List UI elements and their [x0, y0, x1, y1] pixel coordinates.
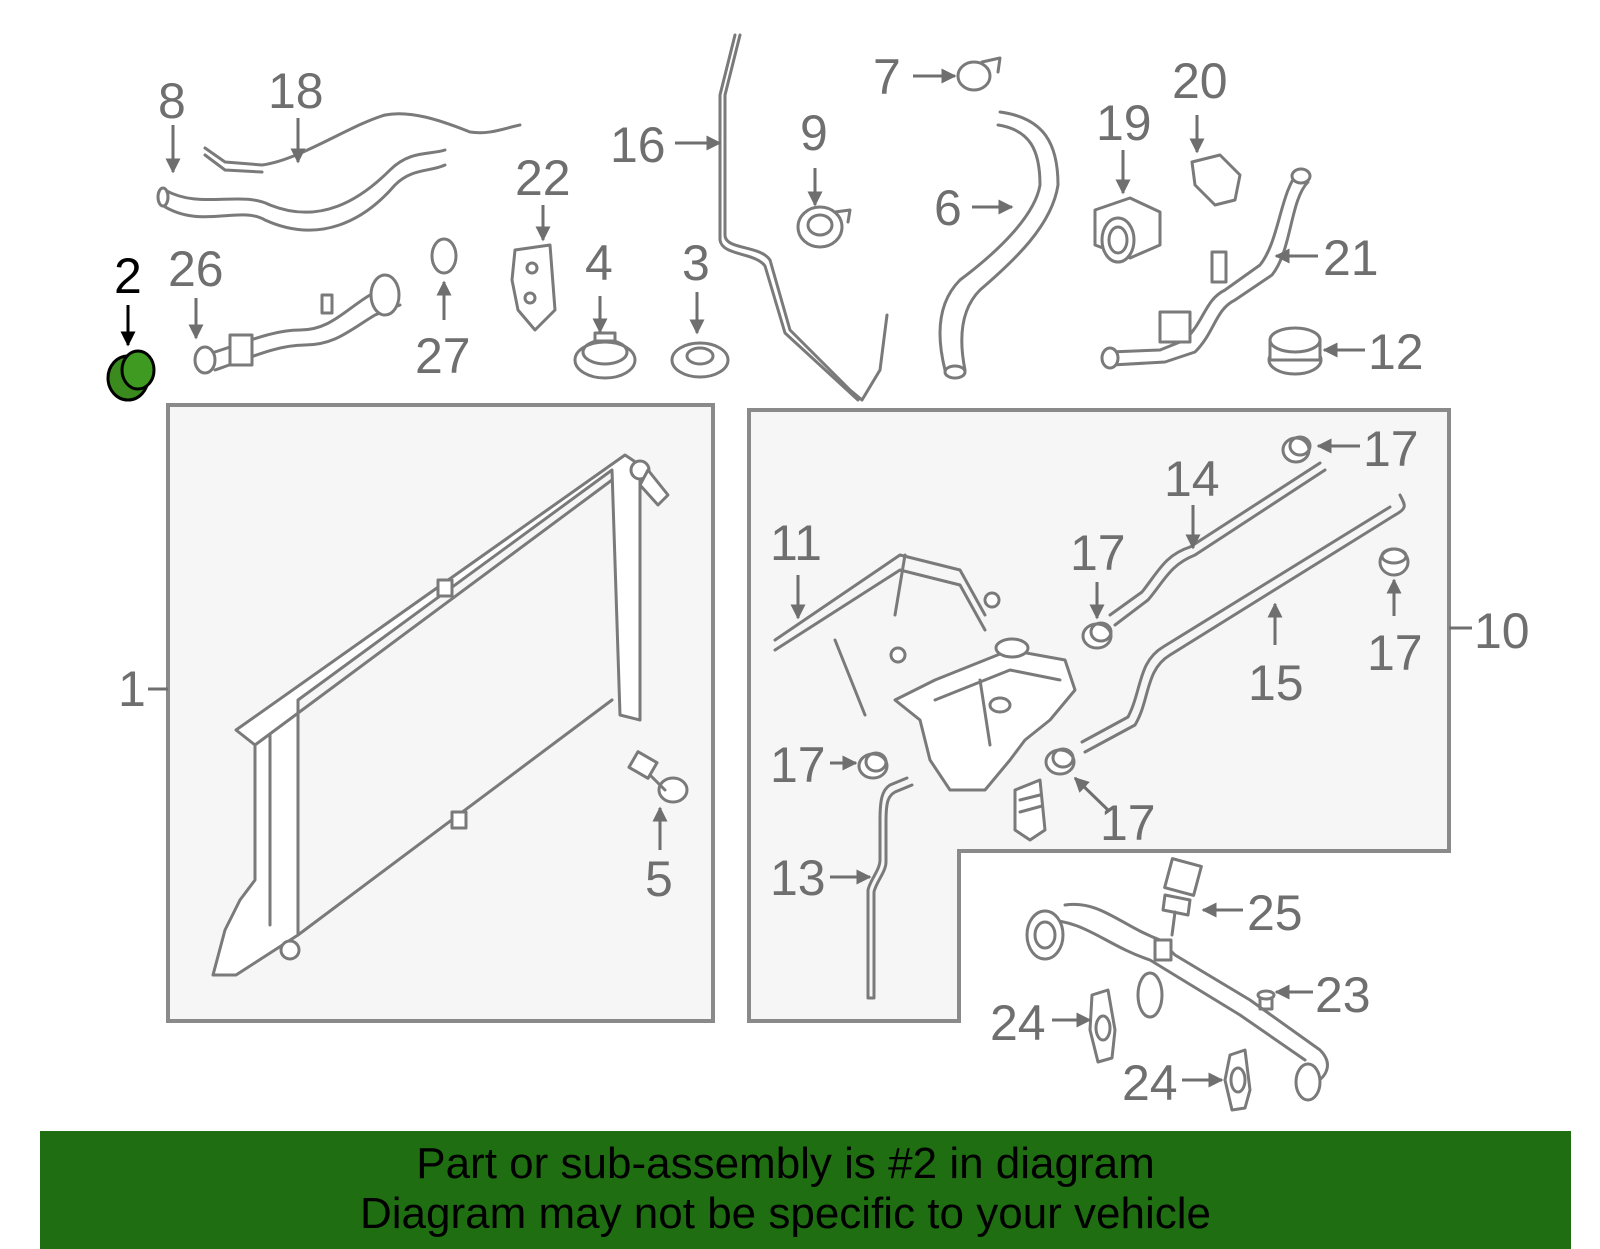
- callout-17a: 17: [1363, 421, 1419, 477]
- clip-part-17-c[interactable]: [1378, 547, 1410, 577]
- bleed-bolt-part-23[interactable]: [1256, 989, 1276, 1011]
- callout-27: 27: [415, 328, 471, 384]
- callout-22: 22: [515, 150, 571, 206]
- tube-part-14[interactable]: [1113, 468, 1327, 627]
- cap-part-2[interactable]: [106, 349, 156, 402]
- callout-2: 2: [114, 248, 142, 304]
- clip-part-17-d[interactable]: [857, 751, 889, 780]
- gasket-part-20[interactable]: [1190, 153, 1242, 207]
- callout-5: 5: [645, 851, 673, 907]
- radiator-part-1[interactable]: [211, 453, 670, 977]
- callout-10: 10: [1474, 603, 1530, 659]
- radiator-cap-part-4[interactable]: [573, 331, 637, 380]
- thermostat-housing-part-19[interactable]: [1093, 196, 1162, 264]
- seal-part-3[interactable]: [670, 341, 730, 379]
- outlet-pipe-part-26[interactable]: [193, 273, 402, 375]
- callout-17e: 17: [1100, 795, 1156, 851]
- callout-7: 7: [873, 49, 901, 105]
- gasket-part-24-a[interactable]: [1088, 988, 1117, 1064]
- callout-17c: 17: [1367, 625, 1423, 681]
- clip-part-17-a[interactable]: [1281, 435, 1312, 464]
- sensor-part-5[interactable]: [627, 750, 689, 804]
- callout-3: 3: [682, 235, 710, 291]
- callout-24a: 24: [990, 995, 1046, 1051]
- level-sensor[interactable]: [1013, 778, 1047, 842]
- water-outlet-pipe[interactable]: [1025, 902, 1329, 1102]
- callout-4: 4: [585, 235, 613, 291]
- reservoir-bracket-part-11[interactable]: [773, 553, 1001, 717]
- callout-17b: 17: [1070, 525, 1126, 581]
- o-ring-part-27[interactable]: [430, 237, 458, 275]
- callout-17d: 17: [770, 737, 826, 793]
- temp-sensor-part-25[interactable]: [1161, 857, 1203, 937]
- hose-part-18[interactable]: [203, 112, 522, 174]
- callout-11: 11: [770, 515, 822, 571]
- reservoir-tank-part-10[interactable]: [893, 637, 1077, 792]
- callout-6: 6: [934, 180, 962, 236]
- callout-25: 25: [1247, 885, 1303, 941]
- callout-19: 19: [1096, 95, 1152, 151]
- cap-part-12[interactable]: [1267, 326, 1323, 376]
- callout-16: 16: [610, 117, 666, 173]
- callout-24b: 24: [1122, 1055, 1178, 1111]
- water-pipe-part-21[interactable]: [1100, 167, 1312, 370]
- info-banner: Part or sub-assembly is #2 in diagram Di…: [40, 1131, 1571, 1249]
- callout-12: 12: [1368, 324, 1424, 380]
- callout-20: 20: [1172, 53, 1228, 109]
- callout-26: 26: [168, 241, 224, 297]
- tube-part-16[interactable]: [723, 33, 889, 402]
- tube-part-13[interactable]: [866, 776, 914, 1000]
- clip-part-17-b[interactable]: [1081, 621, 1113, 650]
- lower-hose-part-6[interactable]: [938, 110, 1060, 380]
- callout-9: 9: [800, 105, 828, 161]
- clamp-part-7[interactable]: [956, 56, 1002, 92]
- gasket-part-24-b[interactable]: [1223, 1048, 1252, 1112]
- clamp-part-9[interactable]: [796, 205, 852, 249]
- tube-part-15[interactable]: [1083, 493, 1406, 754]
- callout-21: 21: [1323, 230, 1379, 286]
- banner-line-1: Part or sub-assembly is #2 in diagram: [416, 1139, 1155, 1188]
- callout-23: 23: [1315, 967, 1371, 1023]
- bracket-part-22[interactable]: [510, 243, 557, 332]
- callout-18: 18: [268, 63, 324, 119]
- callout-13: 13: [770, 850, 826, 906]
- callout-8: 8: [158, 73, 186, 129]
- callout-14: 14: [1164, 451, 1220, 507]
- clip-part-17-e[interactable]: [1044, 747, 1076, 776]
- callout-1: 1: [118, 661, 146, 717]
- reservoir-panel: [747, 408, 1451, 1023]
- banner-line-2: Diagram may not be specific to your vehi…: [359, 1189, 1212, 1238]
- upper-hose-part-8[interactable]: [156, 148, 447, 232]
- callout-15: 15: [1248, 655, 1304, 711]
